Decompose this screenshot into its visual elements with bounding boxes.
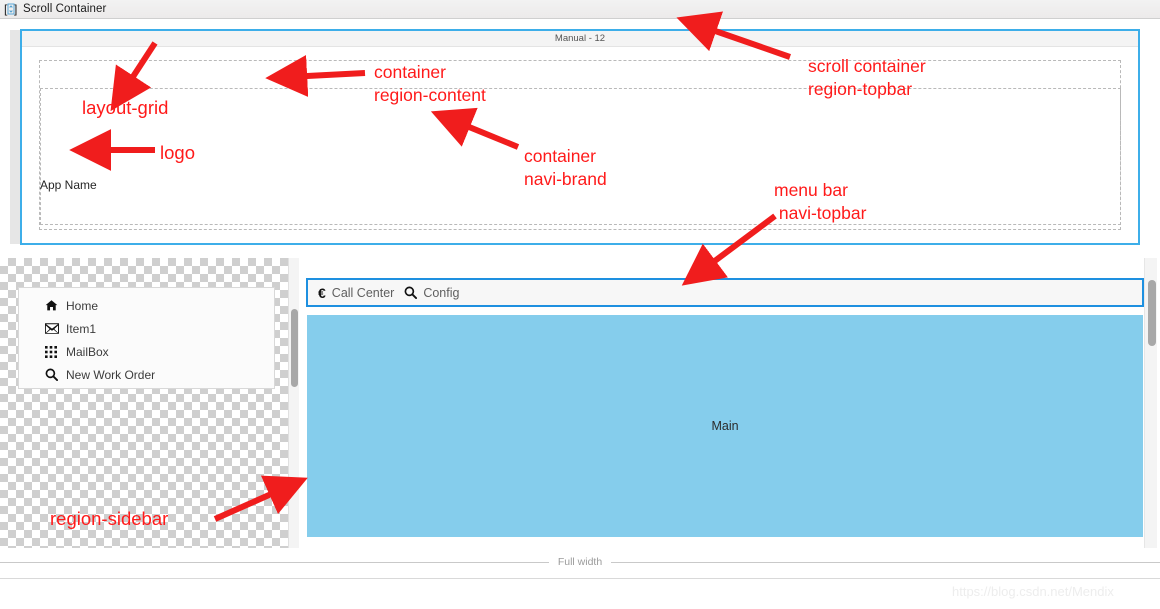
search-icon xyxy=(45,368,62,381)
sidebar-item-home[interactable]: Home xyxy=(19,294,274,317)
search-icon xyxy=(404,286,418,299)
full-width-line-right xyxy=(611,561,1160,563)
topbar-item-config[interactable]: Config xyxy=(404,286,459,300)
scroll-container-icon: [ ] xyxy=(4,2,18,16)
sidebar-item-label: MailBox xyxy=(66,344,109,359)
euro-icon: € xyxy=(318,284,326,301)
full-width-marker: Full width xyxy=(0,553,1160,571)
watermark: https://blog.csdn.net/Mendix xyxy=(952,584,1114,599)
sidebar-item-mailbox[interactable]: MailBox xyxy=(19,340,274,363)
annotation-navi-topbar: menu bar navi-topbar xyxy=(774,180,867,223)
sidebar-item-label: New Work Order xyxy=(66,367,156,382)
main-content-placeholder[interactable]: Main xyxy=(307,315,1143,537)
full-width-line-left xyxy=(0,561,549,563)
sidebar-item-new-work-order[interactable]: New Work Order xyxy=(19,363,274,386)
full-width-label: Full width xyxy=(557,556,603,568)
topbar-item-label: Call Center xyxy=(331,285,395,300)
topbar-item-label: Config xyxy=(423,285,460,300)
app-name-label: App Name xyxy=(40,178,97,192)
logo xyxy=(36,100,86,128)
sidebar-item-label: Home xyxy=(66,298,99,313)
region-sidebar: Home Item1 Mai xyxy=(0,258,288,548)
sidebar-scrollbar-track[interactable] xyxy=(288,258,299,548)
window-titlebar: [ ] Scroll Container xyxy=(0,0,1160,19)
sidebar-item-label: Item1 xyxy=(66,321,97,336)
svg-text:[: [ xyxy=(4,2,8,16)
bottom-divider xyxy=(0,578,1160,579)
navi-topbar[interactable]: € Call Center Config xyxy=(306,278,1144,307)
main-scrollbar-track[interactable] xyxy=(1144,258,1157,548)
window-title: Scroll Container xyxy=(23,3,107,15)
annotation-layout-grid: layout-grid xyxy=(82,97,169,118)
annotation-region-sidebar: region-sidebar xyxy=(50,508,169,529)
sidebar-scrollbar-thumb[interactable] xyxy=(291,309,298,387)
container-region-content[interactable] xyxy=(40,88,1121,225)
main-scrollbar-thumb[interactable] xyxy=(1148,280,1156,346)
annotation-region-topbar: scroll container region-topbar xyxy=(808,56,926,99)
annotation-region-content: container region-content xyxy=(374,62,486,105)
scroll-container-region-topbar[interactable]: Manual - 12 xyxy=(20,29,1140,245)
sidebar-menu[interactable]: Home Item1 Mai xyxy=(18,287,275,389)
svg-text:]: ] xyxy=(14,2,17,16)
sidebar-item-item1[interactable]: Item1 xyxy=(19,317,274,340)
annotation-navi-brand: container navi-brand xyxy=(524,146,607,189)
home-icon xyxy=(45,299,62,312)
main-label: Main xyxy=(711,419,739,433)
envelope-icon xyxy=(45,323,62,334)
manual-size-label: Manual - 12 xyxy=(22,31,1138,47)
topbar-item-call-center[interactable]: € Call Center xyxy=(318,286,394,300)
annotation-logo: logo xyxy=(160,142,195,163)
grid-icon xyxy=(45,345,62,358)
